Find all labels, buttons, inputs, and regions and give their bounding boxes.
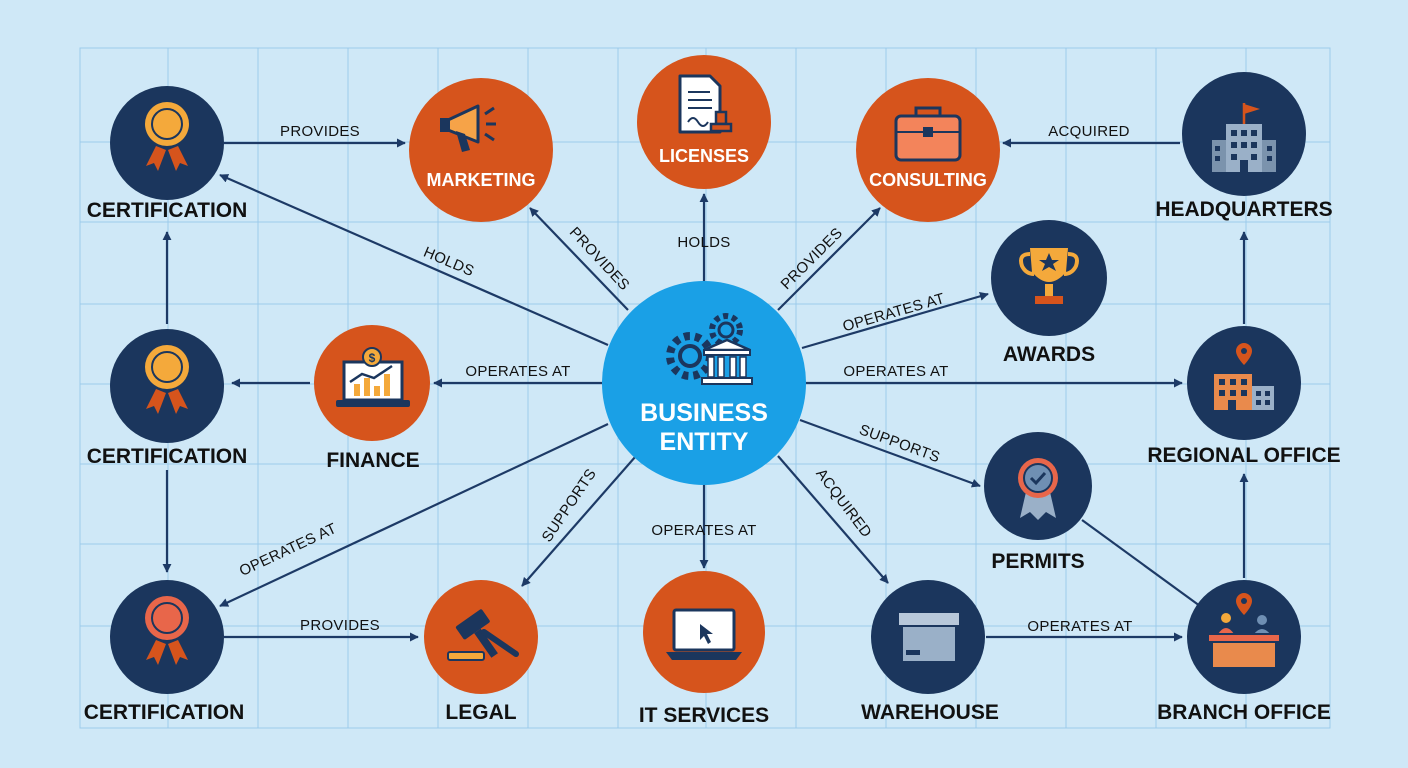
edge-label-center-permits: SUPPORTS (857, 421, 942, 466)
edge-label-warehouse-branch: OPERATES AT (1027, 618, 1132, 635)
edge-label-center-licenses: HOLDS (677, 234, 730, 251)
megaphone-icon (440, 104, 496, 152)
edge-label-center-it: OPERATES AT (651, 522, 756, 539)
node-label: PERMITS (991, 550, 1084, 573)
reception-desk-pin-icon (1207, 593, 1281, 669)
office-building-flag-icon (1212, 103, 1276, 172)
badge-check-icon (1018, 458, 1058, 520)
edge-label-center-awards: OPERATES AT (841, 290, 947, 335)
node-label: CERTIFICATION (87, 199, 248, 222)
node-business-entity[interactable]: BUSINESS ENTITY (602, 281, 806, 485)
node-label: REGIONAL OFFICE (1147, 444, 1340, 467)
node-branch-office[interactable]: BRANCH OFFICE (1157, 580, 1331, 724)
node-warehouse[interactable]: WAREHOUSE (861, 580, 999, 724)
edge-center-legal (521, 455, 637, 587)
edge-label-center-marketing: PROVIDES (566, 224, 633, 294)
edge-center-permits (799, 418, 981, 488)
node-consulting[interactable]: CONSULTING (856, 78, 1000, 222)
node-label: AWARDS (1003, 343, 1095, 366)
node-regional-office[interactable]: REGIONAL OFFICE (1147, 326, 1341, 467)
edge-label-center-regional: OPERATES AT (843, 363, 948, 380)
node-label: CONSULTING (869, 170, 987, 190)
edge-label-certbottom-legal: PROVIDES (300, 617, 380, 634)
node-awards[interactable]: AWARDS (991, 220, 1107, 366)
rosette-icon (145, 345, 189, 414)
edge-label-center-finance: OPERATES AT (465, 363, 570, 380)
node-label: CERTIFICATION (87, 445, 248, 468)
edge-label-hq-consulting: ACQUIRED (1048, 123, 1130, 140)
rosette-icon (145, 596, 189, 665)
node-finance[interactable]: $ FINANCE (314, 325, 430, 472)
node-label: LEGAL (445, 701, 516, 724)
node-marketing[interactable]: MARKETING (409, 78, 553, 222)
node-certification-middle[interactable]: CERTIFICATION (87, 329, 248, 468)
node-headquarters[interactable]: HEADQUARTERS (1155, 72, 1333, 221)
node-certification-bottom[interactable]: CERTIFICATION (84, 580, 245, 724)
node-label: HEADQUARTERS (1155, 198, 1332, 221)
node-label: CERTIFICATION (84, 701, 245, 724)
edge-permits-branch (1081, 519, 1201, 607)
node-legal[interactable]: LEGAL (424, 580, 538, 724)
node-it-services[interactable]: IT SERVICES (639, 571, 769, 727)
laptop-cursor-icon (666, 608, 742, 660)
building-pin-icon (1214, 343, 1274, 410)
briefcase-icon (894, 106, 962, 162)
edge-label-cert-marketing: PROVIDES (280, 123, 360, 140)
edge-center-marketing (529, 207, 629, 311)
node-label: WAREHOUSE (861, 701, 999, 724)
storage-box-icon (897, 611, 961, 663)
document-stamp-icon (678, 74, 733, 134)
gears-bank-icon (666, 313, 753, 385)
gavel-icon (447, 609, 519, 661)
edge-label-center-certbottom: OPERATES AT (237, 520, 340, 580)
svg-text:$: $ (369, 351, 376, 365)
edge-label-center-warehouse: ACQUIRED (812, 466, 875, 541)
node-label: IT SERVICES (639, 704, 769, 727)
edge-label-center-consulting: PROVIDES (778, 225, 847, 294)
center-label-line1: BUSINESS (640, 399, 768, 427)
node-licenses[interactable]: LICENSES (637, 55, 771, 189)
edge-center-awards (801, 291, 989, 350)
edges (162, 138, 1249, 642)
rosette-icon (145, 102, 189, 171)
node-label: MARKETING (427, 170, 536, 190)
trophy-icon (1019, 248, 1079, 304)
node-label: BRANCH OFFICE (1157, 701, 1331, 724)
center-label-line2: ENTITY (660, 428, 749, 456)
node-permits[interactable]: PERMITS (984, 432, 1092, 573)
edge-center-consulting (777, 207, 881, 311)
edge-center-cert (219, 173, 609, 347)
edge-center-certbottom (219, 423, 609, 607)
node-label: FINANCE (326, 449, 419, 472)
growth-chart-laptop-icon: $ (336, 347, 410, 407)
edge-center-warehouse (777, 455, 889, 584)
node-certification-top[interactable]: CERTIFICATION (87, 86, 248, 222)
node-label: LICENSES (659, 146, 749, 166)
